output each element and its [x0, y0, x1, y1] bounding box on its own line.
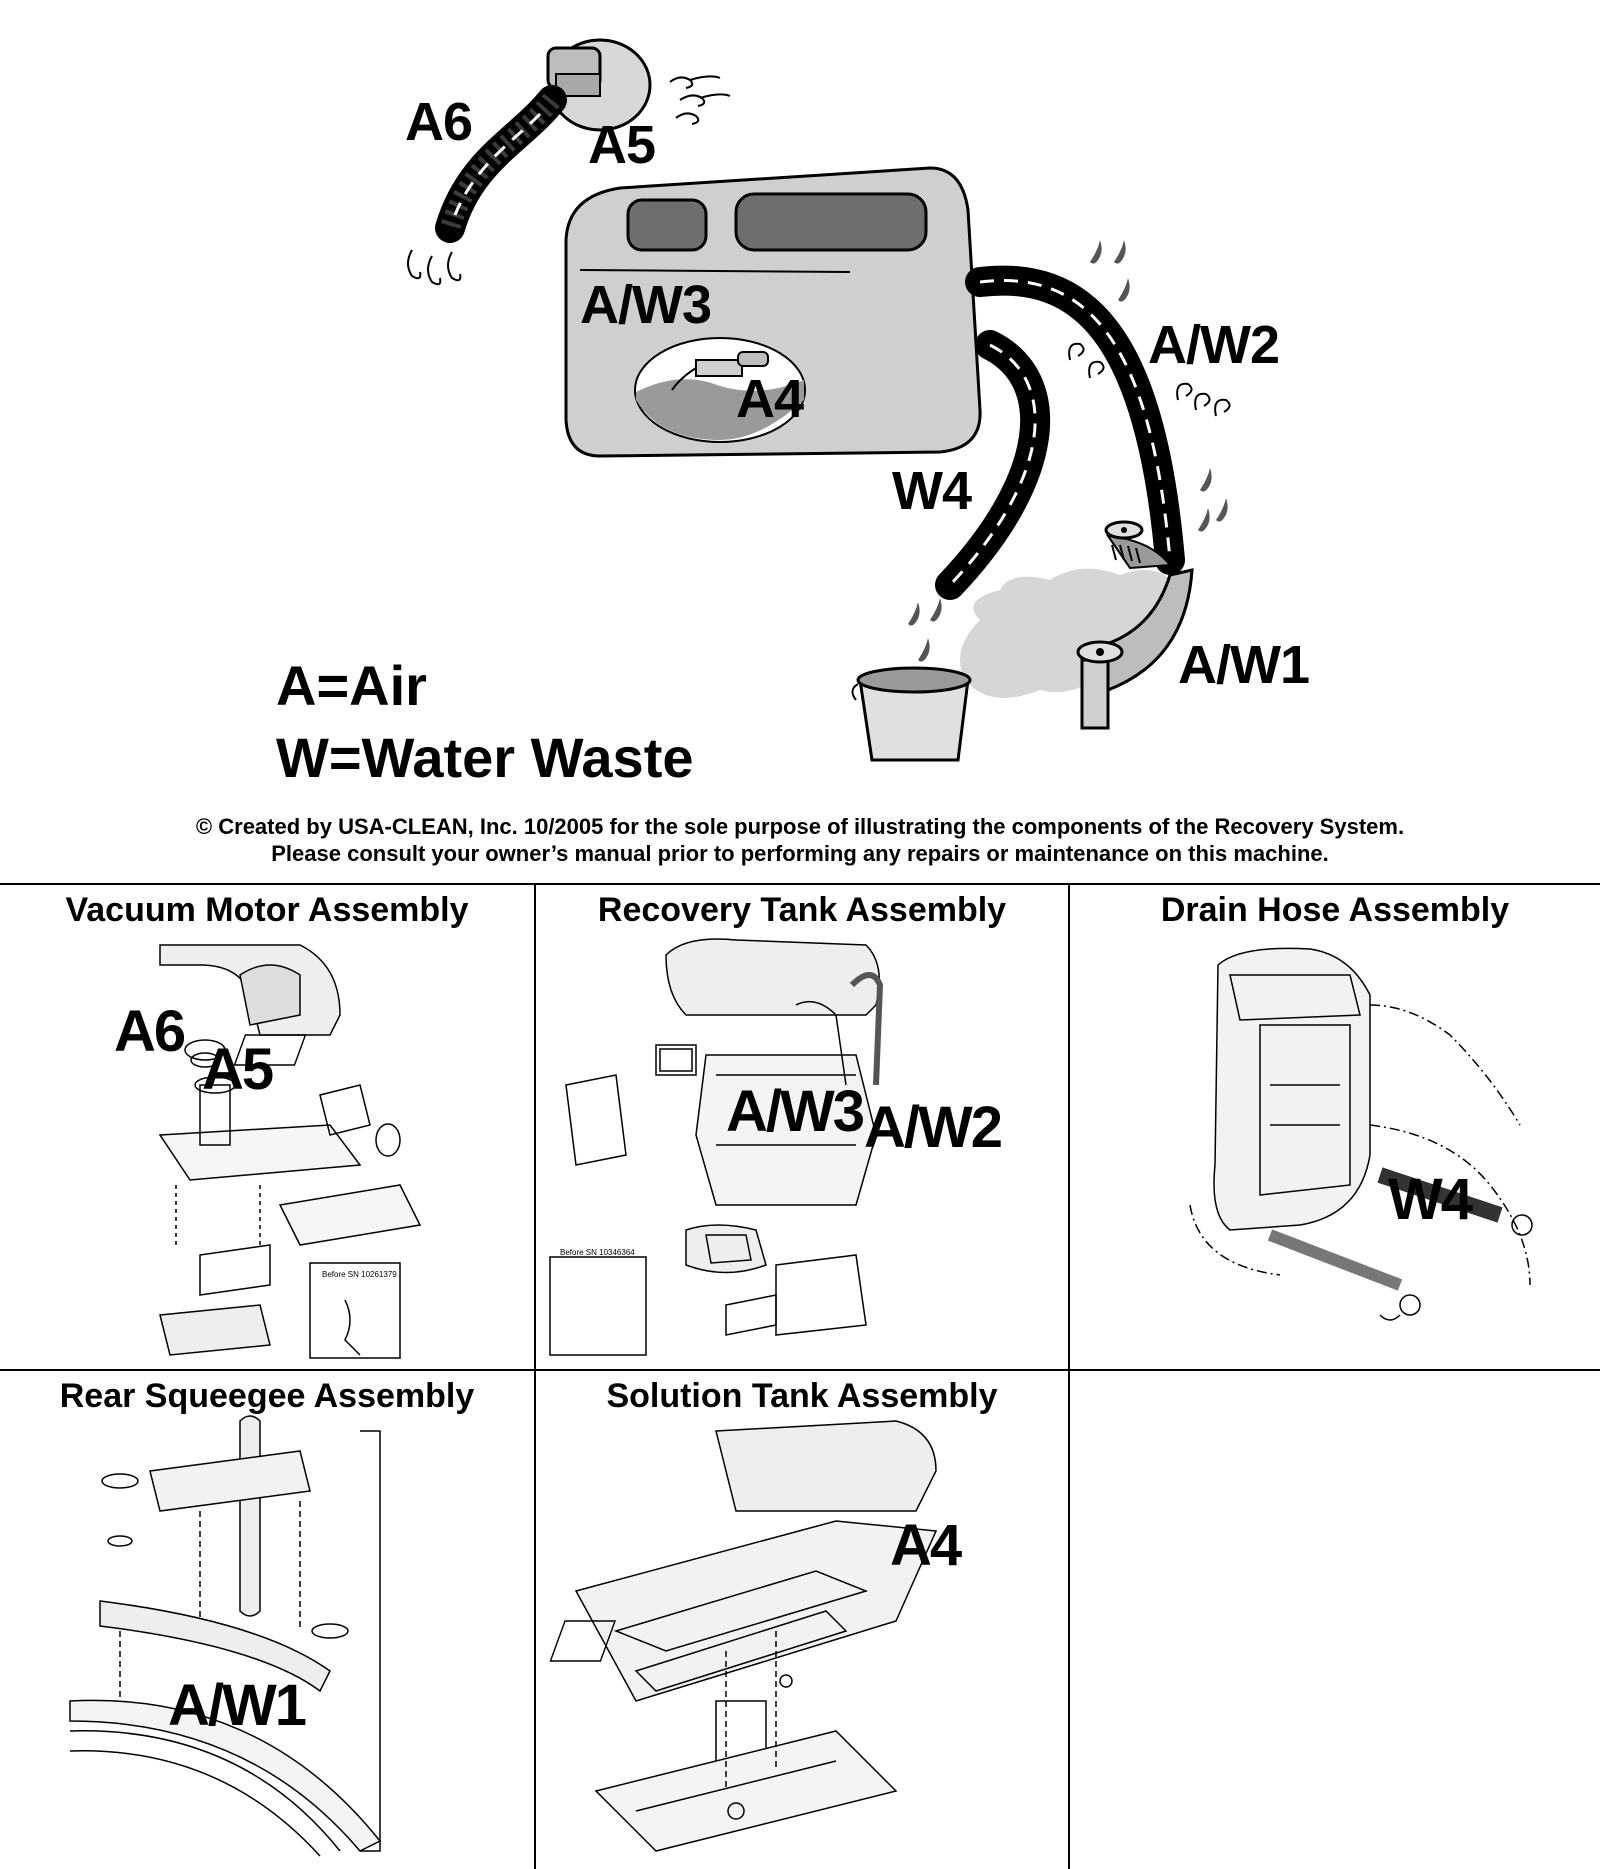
drain-hose-exploded-view [1189, 947, 1533, 1321]
recovery-tank-exploded-view: Before SN 10346364 [549, 938, 884, 1356]
inset-caption-vacuum: Before SN 10261379 [322, 1270, 397, 1279]
label-a4: A4 [890, 1513, 962, 1578]
panel-solution-tank: Solution Tank Assembly A4 [536, 1371, 1068, 1869]
grid-divider [1068, 885, 1070, 1369]
vacuum-motor-exploded-view: Before SN 10261379 [158, 944, 422, 1359]
label-aw2: A/W2 [864, 1095, 1003, 1160]
solution-tank-exploded-view [549, 1420, 938, 1852]
label-a5: A5 [202, 1037, 274, 1102]
callout-aw3: A/W3 [580, 275, 712, 335]
drain-hose-part [935, 330, 1051, 600]
panel-vacuum-motor: Vacuum Motor Assembly [0, 885, 534, 1369]
callout-aw1: A/W1 [1178, 635, 1310, 695]
copyright-notice: © Created by USA-CLEAN, Inc. 10/2005 for… [195, 814, 1405, 839]
callout-a4: A4 [736, 369, 804, 429]
panel-title-drain-hose: Drain Hose Assembly [1160, 891, 1510, 929]
exhaust-hose-part [435, 85, 567, 243]
panel-drain-hose: Drain Hose Assembly [1070, 885, 1600, 1369]
vacuum-motor-part [546, 38, 652, 132]
callout-aw2: A/W2 [1148, 315, 1280, 375]
grid-divider [534, 885, 536, 1869]
maintenance-notice: Please consult your owner’s manual prior… [271, 841, 1329, 866]
water-droplets [908, 240, 1228, 662]
panel-title-solution-tank: Solution Tank Assembly [606, 1377, 998, 1415]
recovery-system-illustration: A6 A5 A/W3 A4 A/W2 W4 A/W1 A=Air W=Water… [0, 0, 1600, 805]
panel-empty [1070, 1371, 1600, 1869]
rear-squeegee-exploded-view [69, 1415, 382, 1857]
callout-w4: W4 [892, 461, 972, 521]
recovery-tank-part [564, 166, 982, 458]
label-aw1: A/W1 [168, 1673, 307, 1738]
grid-divider [1068, 1369, 1070, 1869]
legend-air: A=Air [276, 654, 427, 717]
vacuum-hose-part [965, 265, 1185, 575]
air-exhaust-swirls [669, 75, 731, 125]
mist-cloud [960, 568, 1180, 698]
squeegee-part [1076, 520, 1194, 730]
callout-a5: A5 [588, 115, 656, 175]
panel-title-vacuum-motor: Vacuum Motor Assembly [65, 891, 469, 929]
inset-caption-recovery: Before SN 10346364 [560, 1248, 635, 1257]
waste-bucket [851, 666, 972, 762]
air-swirls-right [1068, 342, 1231, 417]
panel-title-rear-squeegee: Rear Squeegee Assembly [59, 1377, 475, 1415]
legend-water: W=Water Waste [276, 726, 694, 789]
air-exhaust-swirls-left [407, 249, 462, 286]
grid-divider [0, 1369, 1600, 1371]
recovery-system-drawing [407, 38, 1231, 762]
callout-a6: A6 [405, 92, 473, 152]
label-w4: W4 [1388, 1167, 1473, 1232]
label-a6: A6 [114, 999, 186, 1064]
label-aw3: A/W3 [726, 1079, 865, 1144]
panel-rear-squeegee: Rear Squeegee Assembly [0, 1371, 534, 1869]
assembly-grid: Vacuum Motor Assembly [0, 883, 1600, 1869]
panel-title-recovery-tank: Recovery Tank Assembly [597, 891, 1007, 929]
panel-recovery-tank: Recovery Tank Assembly [536, 885, 1068, 1369]
